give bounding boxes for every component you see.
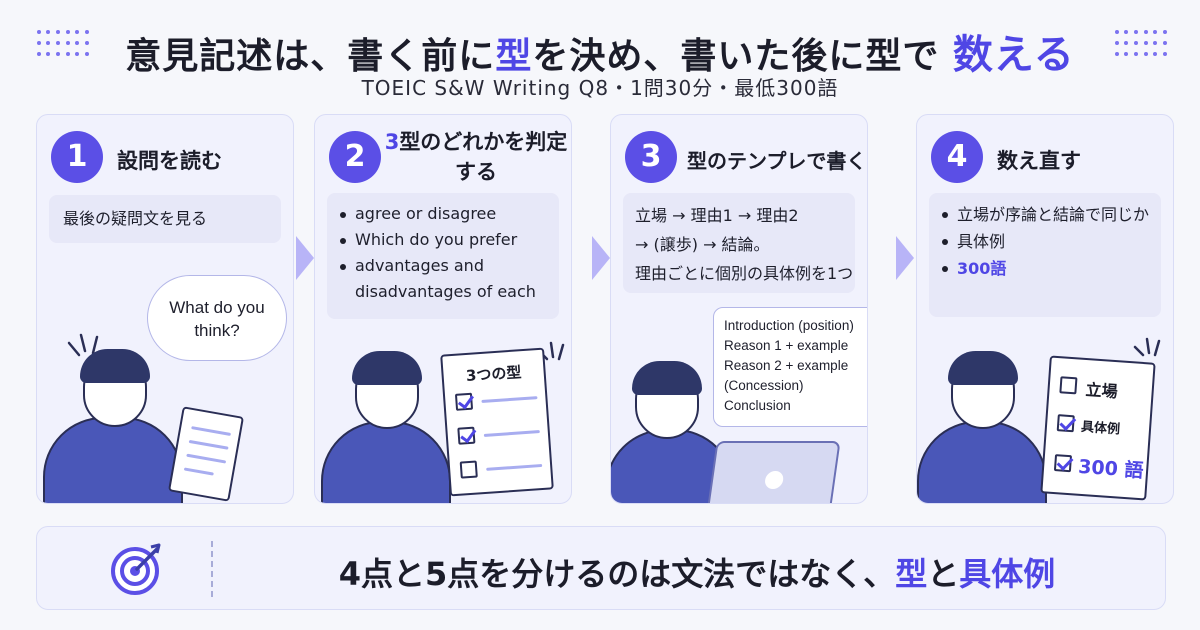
page-subtitle: TOEIC S&W Writing Q8・1問30分・最低300語 <box>361 76 839 100</box>
header: 意見記述は、書く前に型を決め、書いた後に型で 数える TOEIC S&W Wri… <box>0 0 1200 110</box>
banner-divider <box>211 541 213 597</box>
info-line: 立場 → 理由1 → 理由2 <box>635 206 799 225</box>
step-panel-1: 1 設問を読む 最後の疑問文を見る What do you think? <box>36 114 294 504</box>
template-line: Reason 1 + example <box>724 338 849 353</box>
checklist-label: 300 語 <box>1077 455 1145 483</box>
target-icon <box>111 543 161 595</box>
step-info-box: 最後の疑問文を見る <box>49 195 281 243</box>
step-title-rest: 型のどれかを判定する <box>399 130 568 184</box>
card-title: 3つの型 <box>465 363 522 386</box>
template-line: Conclusion <box>724 398 791 413</box>
info-line: → (譲歩) → 結論。 <box>635 235 770 254</box>
title-part: 意見記述は、書く前に <box>125 36 496 77</box>
person-illustration <box>321 335 521 503</box>
template-line: (Concession) <box>724 378 804 393</box>
checklist-label: 立場 <box>1084 380 1119 402</box>
step-panel-3: 3 型のテンプレで書く 立場 → 理由1 → 理由2 → (譲歩) → 結論。 … <box>610 114 868 504</box>
list-item: agree or disagree <box>337 201 549 227</box>
step-info-box: agree or disagree Which do you prefer ad… <box>327 193 559 319</box>
step-number-badge: 1 <box>51 131 103 183</box>
list-item: 300語 <box>939 255 1151 282</box>
step-number-badge: 4 <box>931 131 983 183</box>
step-title: 3型のどれかを判定する <box>381 127 571 187</box>
step-arrow-icon <box>592 236 610 280</box>
checkbox-icon <box>457 426 476 445</box>
person-illustration <box>917 335 1117 503</box>
person-illustration <box>611 355 765 503</box>
info-line: 理由ごとに個別の具体例を1つ <box>635 264 854 283</box>
step-title: 数え直す <box>997 149 1081 173</box>
template-line: Reason 2 + example <box>724 358 849 373</box>
summary-highlight-type: 型 <box>895 555 928 593</box>
attention-lines-icon <box>67 333 99 357</box>
checkbox-icon <box>1056 414 1075 433</box>
step-panel-4: 4 数え直す 立場が序論と結論で同じか 具体例 300語 立場 具体例 300 … <box>916 114 1174 504</box>
speech-bubble: What do you think? <box>147 275 287 361</box>
title-highlight-count: 数える <box>952 32 1075 78</box>
checkbox-icon <box>459 460 478 479</box>
step-number-badge: 3 <box>625 131 677 183</box>
step-info-box: 立場 → 理由1 → 理由2 → (譲歩) → 結論。 理由ごとに個別の具体例を… <box>623 193 855 293</box>
decorative-dots-left <box>34 26 92 60</box>
step-title: 設問を読む <box>117 149 222 173</box>
title-part: を決め、書いた後に型で <box>532 36 940 77</box>
summary-text-part: と <box>927 555 960 593</box>
page-title: 意見記述は、書く前に型を決め、書いた後に型で 数える <box>0 22 1200 80</box>
checkbox-icon <box>1059 376 1078 395</box>
step-title: 型のテンプレで書く <box>687 149 867 173</box>
template-bubble: Introduction (position) Reason 1 + examp… <box>713 307 867 427</box>
step-arrow-icon <box>896 236 914 280</box>
title-highlight-type: 型 <box>495 36 533 77</box>
decorative-dots-right <box>1112 26 1170 60</box>
checklist-card: 立場 具体例 300 語 <box>1040 355 1156 501</box>
person-illustration <box>43 335 243 503</box>
step-info-box: 立場が序論と結論で同じか 具体例 300語 <box>929 193 1161 317</box>
summary-text-part: 4点と5点を分けるのは文法ではなく、 <box>338 555 896 593</box>
list-item: advantages and disadvantages of each <box>337 253 549 305</box>
list-item: 具体例 <box>939 228 1151 255</box>
attention-lines-icon <box>1133 337 1161 357</box>
summary-text: 4点と5点を分けるのは文法ではなく、型と具体例 <box>227 549 1167 595</box>
step-arrow-icon <box>296 236 314 280</box>
step-number-badge: 2 <box>329 131 381 183</box>
checkbox-icon <box>1053 454 1073 473</box>
list-item: 立場が序論と結論で同じか <box>939 201 1151 228</box>
checklist-label: 具体例 <box>1080 419 1121 438</box>
checkbox-icon <box>454 392 474 411</box>
checklist-card: 3つの型 <box>440 347 554 497</box>
list-item: Which do you prefer <box>337 227 549 253</box>
laptop-icon <box>705 441 841 503</box>
summary-banner: 4点と5点を分けるのは文法ではなく、型と具体例 <box>36 526 1166 610</box>
template-line: Introduction (position) <box>724 318 854 333</box>
step-panel-2: 2 3型のどれかを判定する agree or disagree Which do… <box>314 114 572 504</box>
summary-highlight-examples: 具体例 <box>959 555 1056 593</box>
step-title-highlight: 3 <box>384 130 400 154</box>
